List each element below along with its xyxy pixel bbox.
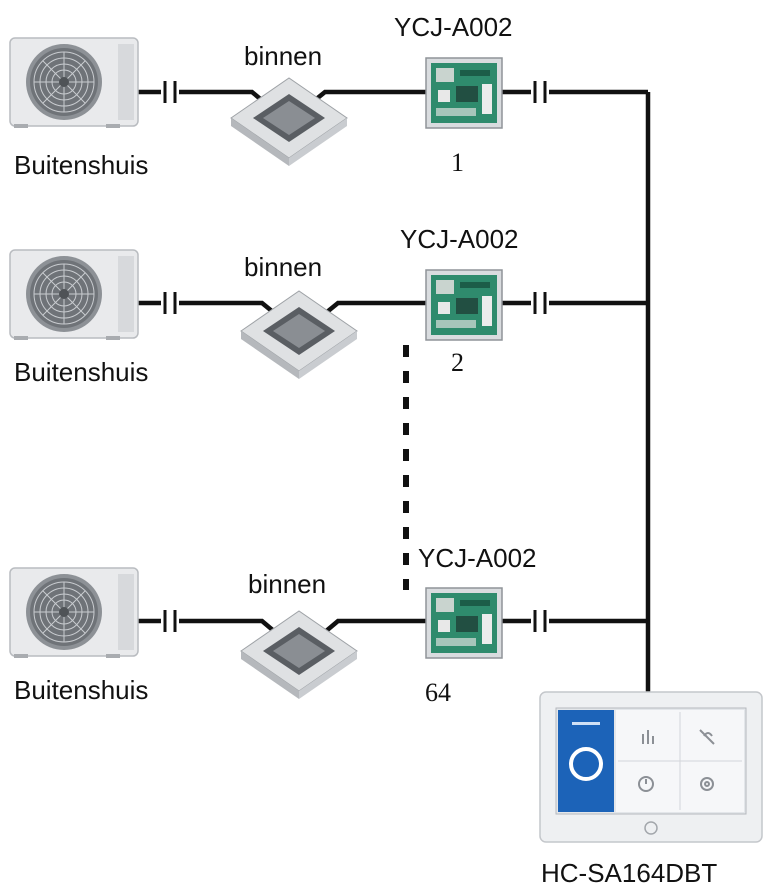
wire-connector-icon bbox=[159, 290, 181, 316]
wire-connector-icon bbox=[529, 608, 551, 634]
indoor-unit-label: binnen bbox=[244, 41, 323, 71]
cassette-indoor-unit-icon bbox=[240, 610, 358, 700]
central-controller-label: HC-SA164DBT bbox=[541, 858, 718, 888]
interface-board-icon bbox=[425, 269, 503, 341]
row-1-wiring bbox=[132, 89, 648, 125]
outdoor-unit-label: Buitenshuis bbox=[14, 675, 149, 705]
wire-connector-icon bbox=[159, 79, 181, 105]
wire-connector-icon bbox=[529, 290, 551, 316]
wire-connector-icon bbox=[529, 79, 551, 105]
controller-model-label: YCJ-A002 bbox=[400, 224, 519, 254]
outdoor-ac-unit-icon bbox=[9, 37, 139, 129]
row-2-wiring bbox=[132, 300, 648, 337]
interface-board-icon bbox=[425, 587, 503, 659]
wire-connector-icon bbox=[159, 608, 181, 634]
indoor-unit-label: binnen bbox=[244, 252, 323, 282]
outdoor-unit-label: Buitenshuis bbox=[14, 357, 149, 387]
outdoor-unit-label: Buitenshuis bbox=[14, 150, 149, 180]
outdoor-ac-unit-icon bbox=[9, 567, 139, 659]
controller-model-label: YCJ-A002 bbox=[418, 543, 537, 573]
touch-panel-icon bbox=[539, 691, 763, 843]
controller-model-label: YCJ-A002 bbox=[394, 12, 513, 42]
row-3-wiring bbox=[132, 618, 648, 656]
outdoor-ac-unit-icon bbox=[9, 249, 139, 341]
interface-board-icon bbox=[425, 57, 503, 129]
indoor-unit-label: binnen bbox=[248, 569, 327, 599]
controller-number: 1 bbox=[451, 148, 464, 177]
controller-number: 2 bbox=[451, 348, 464, 377]
controller-number: 64 bbox=[425, 678, 451, 707]
